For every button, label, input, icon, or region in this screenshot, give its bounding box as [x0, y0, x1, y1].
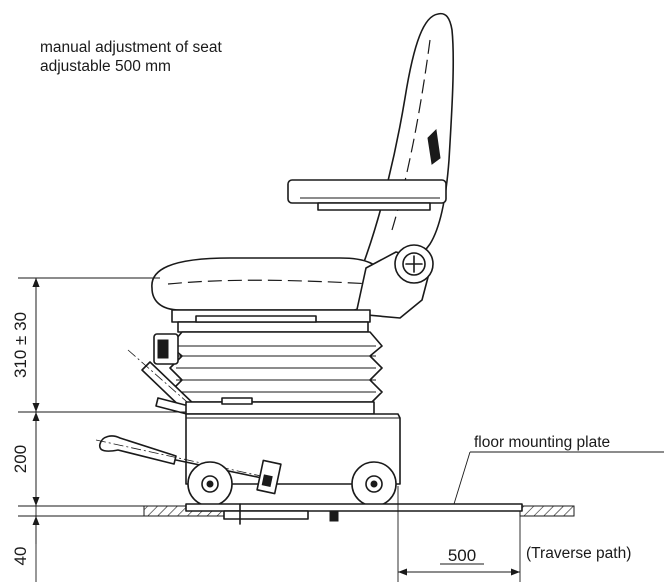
note-line-1: manual adjustment of seat: [40, 39, 222, 56]
floor-plate-label: floor mounting plate: [474, 434, 610, 451]
note-line-2: adjustable 500 mm: [40, 58, 171, 75]
seat-base: [185, 413, 401, 485]
dim-base-height: 200: [11, 445, 30, 473]
fore-aft-lever: [95, 435, 282, 495]
vertical-dimension: [18, 277, 186, 582]
dim-traverse-length: 500: [448, 546, 476, 565]
floor-plate-leader: [453, 451, 471, 505]
seat-frame: [171, 309, 371, 333]
rollers: [187, 461, 397, 507]
suspension-bellows: [169, 331, 383, 403]
floor-mounting-plate: [143, 503, 575, 525]
traverse-label: (Traverse path): [526, 545, 631, 562]
traverse-dimension: [397, 486, 521, 582]
dim-plate-height: 40: [11, 547, 30, 566]
adjustment-note: manual adjustment of seat adjustable 500…: [40, 38, 222, 76]
armrest: [287, 179, 447, 211]
dim-height-range: 310 ± 30: [11, 312, 30, 378]
seat-cushion: [151, 257, 384, 311]
